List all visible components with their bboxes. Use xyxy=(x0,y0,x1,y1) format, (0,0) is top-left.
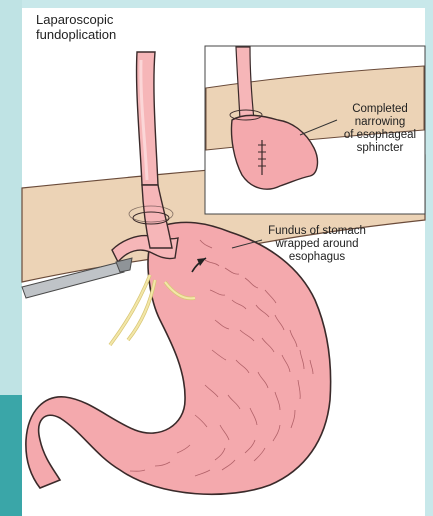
fundus-label: Fundus of stomach wrapped around esophag… xyxy=(262,225,372,264)
diagram-title: Laparoscopic fundoplication xyxy=(36,12,116,42)
inset-label: Completed narrowing of esophageal sphinc… xyxy=(338,103,422,155)
